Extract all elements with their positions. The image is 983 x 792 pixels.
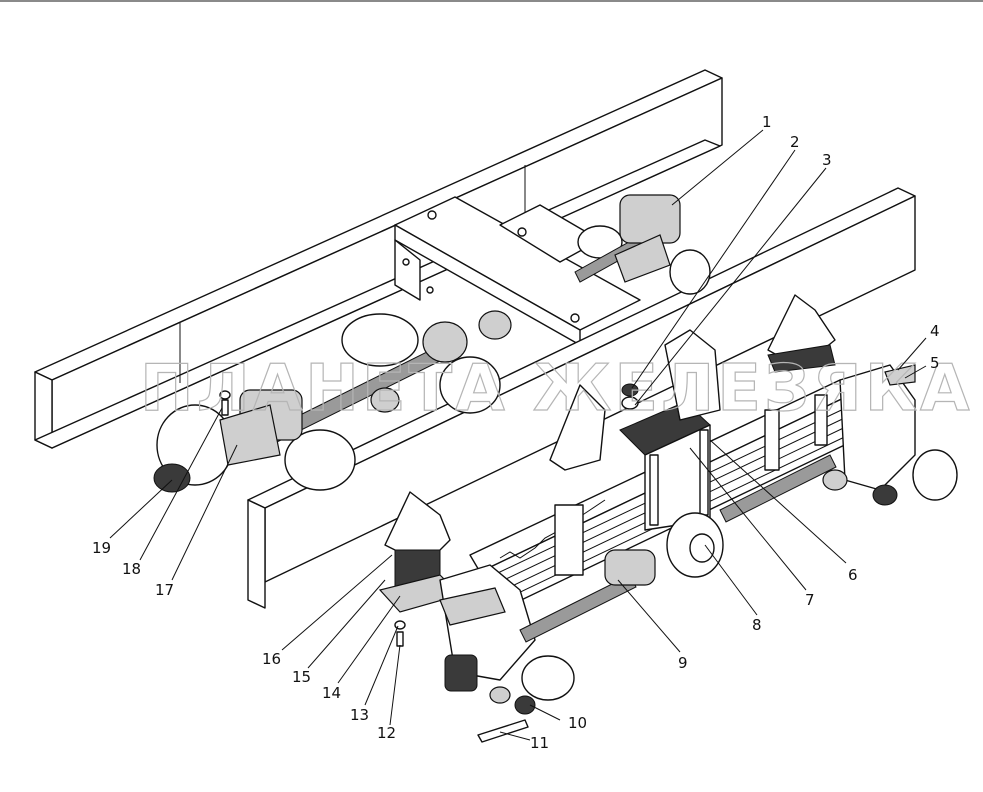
rear-spring-bracket (767, 294, 836, 373)
front-axle-hub-left (439, 564, 575, 701)
small-fasteners (219, 383, 639, 743)
axle-reaction-hub (666, 512, 724, 578)
callout-19: 19 (92, 539, 111, 557)
lower-reaction-rods (519, 454, 848, 643)
callout-13: 13 (350, 706, 369, 724)
callout-3: 3 (822, 151, 832, 169)
callout-12: 12 (377, 724, 396, 742)
callout-11: 11 (530, 734, 549, 752)
upper-reaction-rod-rear (478, 194, 681, 340)
callout-16: 16 (262, 650, 281, 668)
watermark-text: ПЛАНЕТА ЖЕЛЕЗЯКА (140, 352, 973, 426)
callout-7: 7 (805, 591, 815, 609)
frame-right-rail (247, 187, 916, 609)
callout-8: 8 (752, 616, 762, 634)
callout-labels: 1 2 3 4 5 6 7 8 9 10 11 12 13 14 15 16 1… (92, 113, 940, 752)
spring-ladders-clamps (554, 394, 828, 576)
rear-axle-housing (153, 225, 711, 493)
callout-9: 9 (678, 654, 688, 672)
middle-spring-brackets (549, 329, 721, 471)
top-border (0, 0, 983, 2)
callout-4: 4 (930, 322, 940, 340)
callout-2: 2 (790, 133, 800, 151)
frame-cross-member (394, 196, 641, 346)
callout-5: 5 (930, 354, 940, 372)
callout-10: 10 (568, 714, 587, 732)
callout-1: 1 (762, 113, 772, 131)
callout-14: 14 (322, 684, 341, 702)
leader-lines (109, 129, 927, 741)
front-axle-hub-right (839, 364, 958, 506)
callout-17: 17 (155, 581, 174, 599)
callout-18: 18 (122, 560, 141, 578)
callout-15: 15 (292, 668, 311, 686)
upper-reaction-rod-front (219, 321, 468, 466)
callout-6: 6 (848, 566, 858, 584)
